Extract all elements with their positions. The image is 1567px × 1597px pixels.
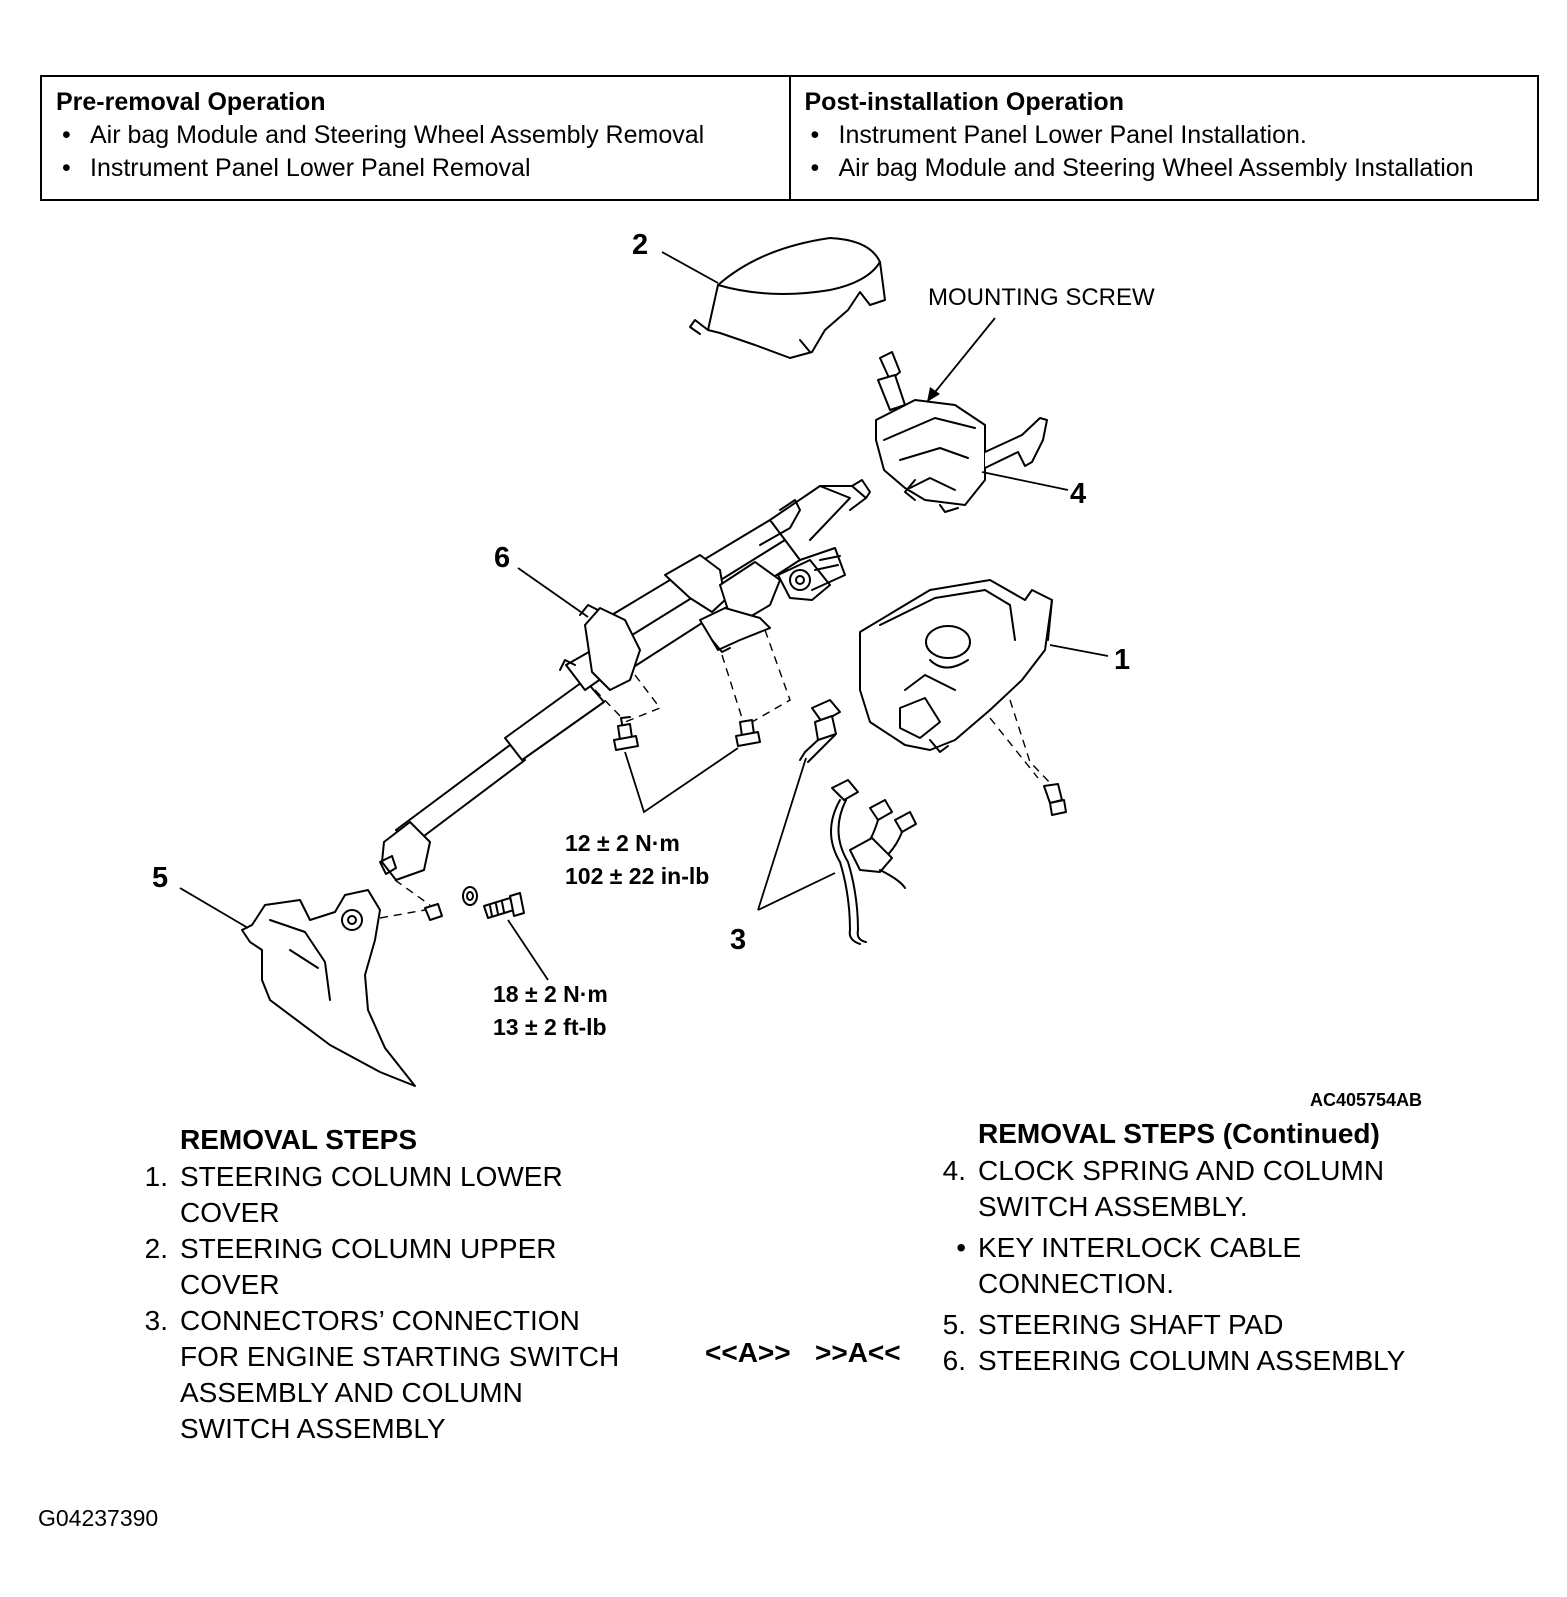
steering-shaft-pad — [241, 889, 416, 1087]
step-text: COVER — [180, 1197, 280, 1228]
removal-step-key-interlock: • KEY INTERLOCK CABLE CONNECTION. — [956, 1230, 1405, 1302]
step-text: CLOCK SPRING AND COLUMN — [978, 1155, 1385, 1186]
step-text: FOR ENGINE STARTING SWITCH — [180, 1341, 620, 1372]
step-text: STEERING SHAFT PAD — [978, 1309, 1284, 1340]
column-bolt-left — [613, 716, 639, 751]
callout-5: 5 — [152, 862, 168, 894]
pre-removal-list: Air bag Module and Steering Wheel Assemb… — [56, 119, 775, 185]
removal-steps-continued-title: REMOVAL STEPS (Continued) — [978, 1118, 1380, 1149]
post-installation-item: Air bag Module and Steering Wheel Assemb… — [805, 152, 1524, 185]
operations-table: Pre-removal Operation Air bag Module and… — [40, 75, 1539, 201]
step-number: 5. — [942, 1309, 966, 1340]
step-number: 6. — [942, 1345, 966, 1376]
callout-3: 3 — [730, 924, 746, 956]
step-text: SWITCH ASSEMBLY. — [978, 1191, 1248, 1222]
lower-cover-screw — [1043, 783, 1067, 816]
post-installation-column: Post-installation Operation Instrument P… — [788, 77, 1538, 199]
step-text: CONNECTION. — [978, 1268, 1174, 1299]
step-text: STEERING COLUMN UPPER — [180, 1233, 557, 1264]
connectors-harness — [799, 699, 917, 945]
torque-pad-nm: 18 ± 2 N·m — [493, 981, 608, 1007]
column-bolt-right — [735, 719, 761, 747]
steering-column-exploded-diagram: 1 2 3 4 5 6 MOUNTING SCREW 12 ± 2 N·m 10… — [152, 229, 1422, 1110]
post-installation-list: Instrument Panel Lower Panel Installatio… — [805, 119, 1524, 185]
torque-column-nm: 12 ± 2 N·m — [565, 830, 680, 856]
document-code: G04237390 — [38, 1505, 159, 1531]
steering-column-upper-cover — [689, 237, 886, 359]
bullet-icon: • — [956, 1232, 966, 1263]
step-number: 4. — [942, 1155, 966, 1186]
step-text: STEERING COLUMN ASSEMBLY — [978, 1345, 1406, 1376]
step-text: ASSEMBLY AND COLUMN — [180, 1377, 523, 1408]
callout-6: 6 — [494, 542, 510, 574]
pre-removal-item: Instrument Panel Lower Panel Removal — [56, 152, 775, 185]
removal-steps: REMOVAL STEPS 1. STEERING COLUMN LOWER C… — [145, 1121, 620, 1447]
leader-lines — [179, 251, 1109, 981]
pad-washer — [462, 886, 478, 906]
step-text: CONNECTORS’ CONNECTION — [180, 1305, 580, 1336]
step-number: 3. — [144, 1305, 168, 1336]
installation-ref-mark: >>A<< — [815, 1337, 901, 1368]
torque-pad-ftlb: 13 ± 2 ft-lb — [493, 1014, 607, 1040]
removal-step-3: 3. CONNECTORS’ CONNECTION FOR ENGINE STA… — [145, 1303, 620, 1447]
mounting-screw-label: MOUNTING SCREW — [928, 284, 1155, 311]
removal-step-5: 5. STEERING SHAFT PAD — [943, 1307, 1405, 1343]
step-text: KEY INTERLOCK CABLE — [978, 1232, 1302, 1263]
removal-ref-mark: <<A>> — [705, 1337, 791, 1368]
removal-step-6: 6. STEERING COLUMN ASSEMBLY — [943, 1343, 1406, 1379]
post-installation-title: Post-installation Operation — [804, 88, 1124, 116]
callout-1: 1 — [1114, 644, 1130, 676]
figure-code: AC405754AB — [1310, 1090, 1422, 1110]
steering-column-lower-cover — [859, 579, 1053, 753]
pad-bolt — [483, 892, 525, 919]
pad-nut — [424, 903, 443, 921]
removal-steps-continued: REMOVAL STEPS (Continued) 4. CLOCK SPRIN… — [943, 1115, 1406, 1379]
removal-steps-title: REMOVAL STEPS — [180, 1124, 418, 1155]
mounting-screw-arrowhead — [927, 387, 940, 402]
step-text: STEERING COLUMN LOWER — [180, 1161, 563, 1192]
step-text: COVER — [180, 1269, 280, 1300]
pre-removal-column: Pre-removal Operation Air bag Module and… — [42, 77, 789, 199]
callout-2: 2 — [632, 229, 648, 261]
step-text: SWITCH ASSEMBLY — [180, 1413, 446, 1444]
removal-step-4: 4. CLOCK SPRING AND COLUMN SWITCH ASSEMB… — [943, 1153, 1405, 1225]
step-number: 1. — [144, 1161, 168, 1192]
pre-removal-title: Pre-removal Operation — [56, 88, 326, 116]
post-installation-item: Instrument Panel Lower Panel Installatio… — [805, 119, 1524, 152]
removal-step-2: 2. STEERING COLUMN UPPER COVER — [145, 1231, 619, 1303]
step-number: 2. — [144, 1233, 168, 1264]
removal-step-1: 1. STEERING COLUMN LOWER COVER — [145, 1159, 619, 1231]
clock-spring-column-switch — [875, 351, 1048, 513]
callout-4: 4 — [1070, 478, 1086, 510]
pre-removal-item: Air bag Module and Steering Wheel Assemb… — [56, 119, 775, 152]
steering-column-assembly — [379, 479, 871, 881]
alignment-lines — [379, 629, 1053, 919]
torque-column-inlb: 102 ± 22 in-lb — [565, 863, 709, 889]
